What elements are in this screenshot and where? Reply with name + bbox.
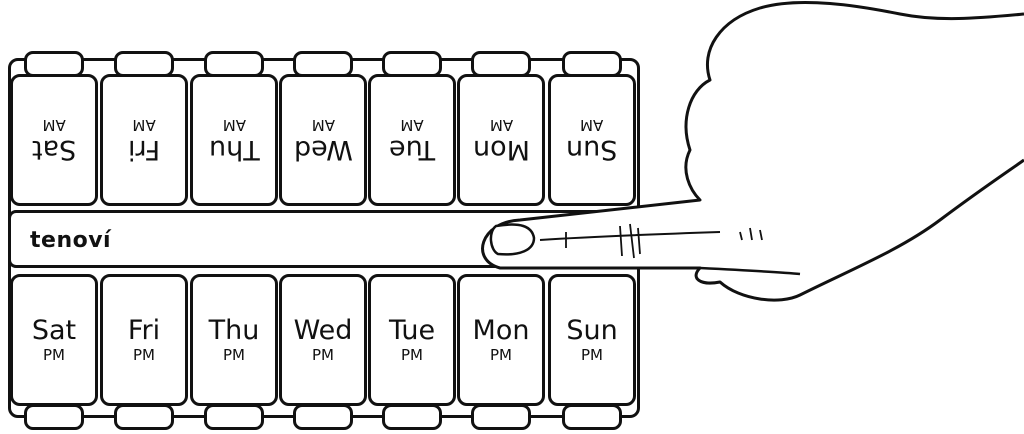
time-of-day-label: PM [43, 346, 65, 364]
day-label: Fri [127, 315, 161, 346]
time-of-day-label: PM [312, 346, 334, 364]
time-of-day-label: PM [581, 346, 603, 364]
finger-line [539, 231, 721, 241]
time-of-day-label: PM [223, 346, 245, 364]
time-of-day-label: PM [401, 346, 423, 364]
day-label: Mon [472, 315, 530, 346]
hand-outline [481, 0, 1024, 302]
lid-tab[interactable] [382, 51, 442, 77]
lid-tab[interactable] [562, 404, 622, 430]
day-label: Sat [31, 315, 77, 346]
knuckle-lines [565, 223, 763, 259]
fingernail [489, 223, 536, 256]
time-of-day-label: PM [490, 346, 512, 364]
day-label: Sun [566, 315, 618, 346]
time-of-day-label: PM [132, 346, 155, 364]
day-label: Wed [293, 315, 353, 346]
day-label: Thu [208, 315, 260, 346]
day-label: Tue [388, 315, 436, 346]
brand-logo: tenoví [30, 228, 112, 253]
finger-crease [699, 266, 801, 276]
